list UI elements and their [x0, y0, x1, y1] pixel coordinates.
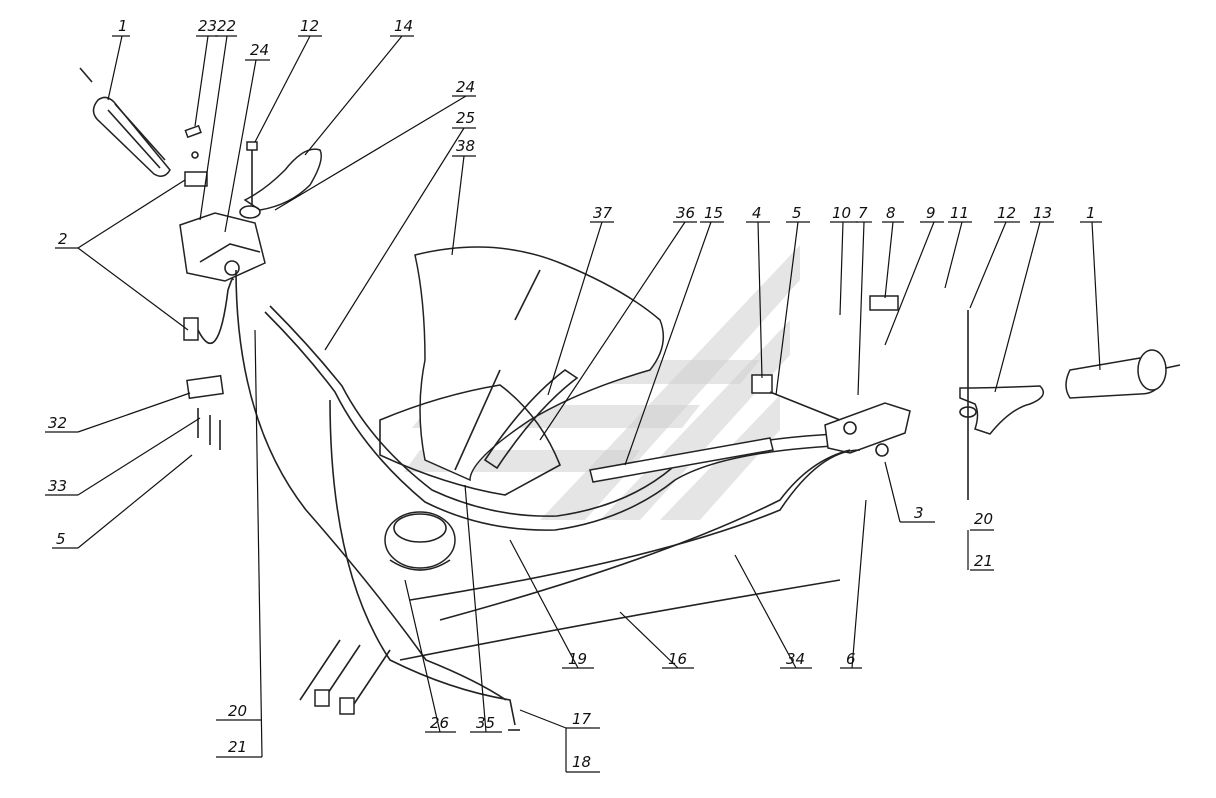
callout-26: 26: [430, 714, 449, 732]
callout-34: 34: [786, 650, 805, 668]
callout-11: 11: [950, 204, 969, 222]
callout-33: 33: [48, 477, 67, 495]
left-grip: [79, 67, 171, 177]
callout-8: 8: [886, 204, 896, 222]
callout-2: 2: [58, 230, 68, 248]
leader-lines: [45, 35, 1102, 773]
bar-pad: [589, 437, 774, 483]
callout-6: 6: [846, 650, 856, 668]
callout-7: 7: [858, 204, 868, 222]
callout-5-upper: 5: [792, 204, 802, 222]
callout-36: 36: [676, 204, 695, 222]
callout-5-lower: 5: [56, 530, 66, 548]
callout-3: 3: [914, 504, 924, 522]
callout-1-right: 1: [1086, 204, 1096, 222]
left-switch-housing: [179, 124, 266, 282]
callout-23: 23: [198, 17, 217, 35]
left-connectors: [183, 277, 234, 450]
right-grip: [1065, 349, 1181, 399]
callout-24-lower: 24: [456, 78, 475, 96]
right-switch-housing: [751, 295, 911, 457]
callout-13: 13: [1033, 204, 1052, 222]
callout-19: 19: [568, 650, 587, 668]
callout-10: 10: [832, 204, 851, 222]
callout-9: 9: [926, 204, 936, 222]
callout-22: 22: [217, 17, 236, 35]
callout-1-left: 1: [118, 17, 128, 35]
callout-38: 38: [456, 137, 475, 155]
callout-20-left: 20: [228, 702, 247, 720]
callout-labels: 1 23 22 24 12 14 24 25 38 37 36 15 4 5 1…: [48, 17, 1096, 771]
callout-14: 14: [394, 17, 413, 35]
callout-15: 15: [704, 204, 723, 222]
callout-25: 25: [456, 109, 475, 127]
callout-20-right: 20: [974, 510, 993, 528]
callout-18: 18: [572, 753, 591, 771]
right-lever: [959, 310, 1045, 500]
callout-17: 17: [572, 710, 592, 728]
gauge: [384, 511, 456, 571]
cables: [235, 269, 861, 731]
callout-12-left: 12: [300, 17, 319, 35]
callout-21-right: 21: [974, 552, 993, 570]
callout-24-upper: 24: [250, 41, 269, 59]
callout-35: 35: [476, 714, 495, 732]
callout-16: 16: [668, 650, 687, 668]
callout-21-left: 21: [228, 738, 247, 756]
callout-4: 4: [752, 204, 762, 222]
left-lever: [239, 141, 322, 219]
windscreen: [379, 246, 665, 496]
callout-37: 37: [593, 204, 613, 222]
callout-32: 32: [48, 414, 67, 432]
callout-12-right: 12: [997, 204, 1016, 222]
